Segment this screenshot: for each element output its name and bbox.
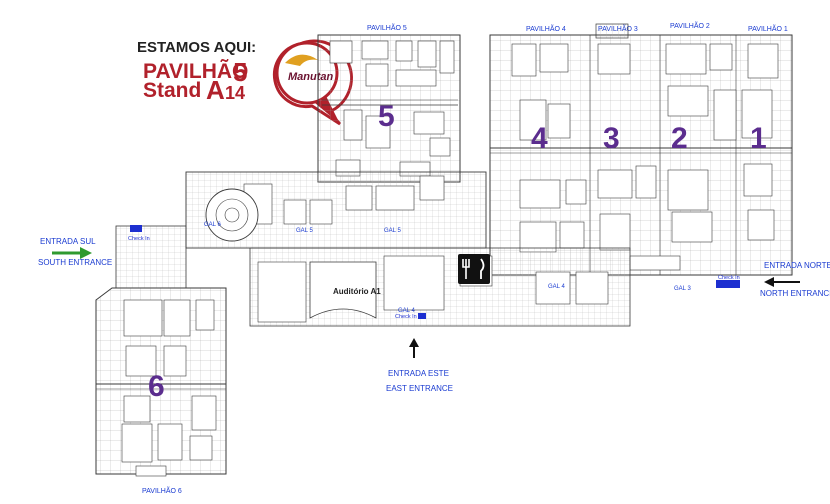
lower-corridor — [249, 247, 631, 327]
pavilion-number-5: 5 — [378, 100, 395, 133]
pavilion-label-5: PAVILHÃO 5 — [367, 23, 407, 32]
black-arrow-icon — [764, 277, 800, 287]
south-entrance-pt: ENTRADA SUL — [40, 237, 96, 246]
pavilion-number-3: 3 — [603, 122, 620, 155]
pavilion-6-hall — [95, 287, 227, 477]
pavilion-number-4: 4 — [531, 122, 548, 155]
gal-label-5b: GAL 5 — [384, 228, 401, 234]
gal-label-4b: GAL 4 — [548, 284, 565, 290]
checkin-label-east: Check In — [395, 314, 417, 320]
header-pavilion-label: PAVILHÃO — [143, 60, 248, 83]
central-gallery — [185, 171, 487, 249]
pavilion-label-6: PAVILHÃO 6 — [142, 486, 182, 495]
here-label: ESTAMOS AQUI: — [137, 39, 256, 56]
pavilion-label-2: PAVILHÃO 2 — [670, 21, 710, 30]
east-entrance-en: EAST ENTRANCE — [386, 384, 453, 393]
east-entrance-pt: ENTRADA ESTE — [388, 369, 449, 378]
header-stand-number: 14 — [225, 83, 245, 103]
header-pavilion-number: 5 — [233, 57, 247, 87]
north-entrance-en: NORTH ENTRANCE — [760, 289, 830, 298]
pavilion-number-2: 2 — [671, 122, 688, 155]
checkin-label-south: Check In — [128, 236, 150, 242]
pavilion-3-annex — [595, 23, 629, 39]
checkin-desk-east — [418, 313, 426, 319]
black-arrow-icon — [409, 338, 419, 358]
pavilion-label-1: PAVILHÃO 1 — [748, 24, 788, 33]
pavilion-label-4: PAVILHÃO 4 — [526, 24, 566, 33]
pavilion-number-1: 1 — [750, 122, 767, 155]
checkin-desk-south — [130, 225, 142, 232]
south-entrance-en: SOUTH ENTRANCE — [38, 258, 112, 267]
gal-label-4a: GAL 4 — [398, 308, 415, 314]
auditorium-label: Auditório A1 — [333, 287, 381, 296]
gal-label-3: GAL 3 — [674, 286, 691, 292]
header-stand-code: A — [206, 75, 225, 105]
pavilion-5-hall — [317, 34, 461, 183]
gal-label-5a: GAL 5 — [296, 228, 313, 234]
green-arrow-icon — [52, 247, 92, 259]
header-stand-label: Stand — [143, 79, 201, 102]
checkin-label-north: Check In — [718, 275, 740, 281]
checkin-desk-north — [716, 280, 740, 288]
pavilion-number-6: 6 — [148, 370, 165, 403]
pavilions-1-4-hall — [489, 34, 793, 276]
north-entrance-pt: ENTRADA NORTE — [764, 261, 830, 270]
restaurant-icon — [458, 254, 490, 284]
gal-label-6: GAL 6 — [204, 222, 221, 228]
south-hall-block — [115, 225, 187, 289]
